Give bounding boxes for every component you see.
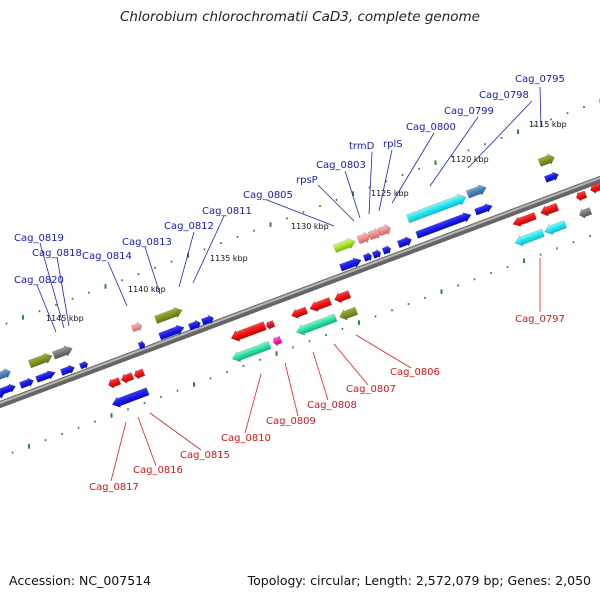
gene-label[interactable]: Cag_0818 [32, 248, 82, 259]
gene-arrow[interactable] [0, 367, 12, 381]
gene-label[interactable]: Cag_0817 [89, 482, 139, 493]
gene-arrow[interactable] [339, 255, 363, 272]
map-title: Chlorobium chlorochromatii CaD3, complet… [120, 9, 480, 25]
gene-label[interactable]: rpsP [296, 175, 318, 186]
gene-features [0, 152, 600, 410]
gene-arrow[interactable] [110, 386, 150, 410]
gene-arrow[interactable] [200, 314, 215, 327]
gene-label[interactable]: Cag_0820 [14, 275, 64, 286]
gene-label[interactable]: Cag_0809 [266, 416, 316, 427]
gene-arrow[interactable] [137, 340, 147, 351]
gene-arrow[interactable] [130, 321, 144, 333]
gene-arrow[interactable] [539, 202, 560, 219]
gene-arrow[interactable] [308, 296, 333, 314]
gene-arrow[interactable] [18, 376, 35, 389]
gene-arrow[interactable] [465, 182, 489, 199]
gene-arrow[interactable] [59, 363, 76, 376]
gene-arrow[interactable] [371, 248, 383, 259]
gene-arrow[interactable] [578, 206, 593, 220]
gene-arrow[interactable] [154, 305, 184, 325]
forward-gene-labels: Cag_0795 Cag_0798 Cag_0799 Cag_0800 rplS… [14, 74, 565, 286]
gene-arrow[interactable] [35, 368, 57, 383]
scale-label: 1130 kbp [291, 222, 329, 231]
gene-arrow[interactable] [229, 320, 267, 344]
reverse-gene-labels: Cag_0797 Cag_0806 Cag_0807 Cag_0808 Cag_… [89, 314, 565, 493]
gene-label[interactable]: Cag_0795 [515, 74, 565, 85]
scale-labels: 1115 kbp 1120 kbp 1125 kbp 1130 kbp 1135… [46, 120, 567, 323]
gene-arrow[interactable] [474, 202, 494, 217]
gene-label[interactable]: Cag_0812 [164, 221, 214, 232]
scale-tracks [5, 98, 600, 454]
gene-arrow[interactable] [415, 210, 473, 240]
gene-arrow[interactable] [333, 289, 352, 305]
genome-backbone [0, 175, 600, 409]
gene-label[interactable]: Cag_0800 [406, 122, 456, 133]
gene-label[interactable]: Cag_0797 [515, 314, 565, 325]
scale-label: 1120 kbp [451, 155, 489, 164]
gene-arrow[interactable] [120, 371, 135, 385]
gene-arrow[interactable] [511, 211, 537, 229]
scale-label: 1145 kbp [46, 314, 84, 323]
label-leaders [36, 86, 542, 482]
gene-arrow[interactable] [0, 382, 17, 396]
gene-label[interactable]: Cag_0819 [14, 233, 64, 244]
scale-label: 1140 kbp [128, 285, 166, 294]
gene-arrow[interactable] [543, 170, 560, 183]
gene-label[interactable]: Cag_0805 [243, 190, 293, 201]
genome-summary-text: Topology: circular; Length: 2,572,079 bp… [247, 573, 591, 588]
accession-text: Accession: NC_007514 [9, 573, 152, 588]
gene-label[interactable]: Cag_0807 [346, 384, 396, 395]
gene-label[interactable]: Cag_0816 [133, 465, 183, 476]
scale-label: 1125 kbp [371, 189, 409, 198]
gene-arrow[interactable] [338, 306, 359, 323]
gene-label[interactable]: Cag_0803 [316, 160, 366, 171]
gene-label[interactable]: Cag_0810 [221, 433, 271, 444]
gene-label[interactable]: Cag_0799 [444, 106, 494, 117]
gene-arrow[interactable] [265, 319, 276, 331]
genome-backbone-highlight [0, 176, 600, 405]
gene-arrow[interactable] [271, 335, 283, 347]
gene-label[interactable]: Cag_0806 [390, 367, 440, 378]
gene-arrow[interactable] [28, 351, 54, 370]
gene-arrow[interactable] [332, 236, 357, 254]
gene-arrow[interactable] [362, 251, 374, 262]
gene-label[interactable]: Cag_0813 [122, 237, 172, 248]
scale-label: 1135 kbp [210, 254, 248, 263]
gene-label[interactable]: rplS [383, 139, 403, 150]
gene-label[interactable]: Cag_0815 [180, 450, 230, 461]
gene-arrow[interactable] [377, 223, 392, 238]
gene-label[interactable]: Cag_0798 [479, 90, 529, 101]
gene-label[interactable]: trmD [349, 141, 375, 152]
gene-label[interactable]: Cag_0811 [202, 206, 252, 217]
gene-arrow[interactable] [51, 343, 75, 360]
gene-arrow[interactable] [230, 340, 272, 364]
gene-arrow[interactable] [356, 231, 371, 246]
gene-arrow[interactable] [290, 306, 309, 321]
gene-arrow[interactable] [78, 360, 89, 370]
gene-arrow[interactable] [187, 319, 202, 332]
gene-arrow[interactable] [543, 219, 568, 237]
gene-arrow[interactable] [158, 323, 186, 341]
gene-arrow[interactable] [513, 228, 545, 249]
gene-arrow[interactable] [367, 227, 382, 242]
gene-arrow[interactable] [294, 312, 338, 337]
gene-label[interactable]: Cag_0808 [307, 400, 357, 411]
gene-arrow[interactable] [107, 376, 122, 390]
gene-arrow[interactable] [406, 191, 468, 224]
gene-arrow[interactable] [396, 235, 414, 249]
gene-arrow[interactable] [133, 368, 146, 381]
gene-label[interactable]: Cag_0814 [82, 251, 132, 262]
gene-arrow[interactable] [575, 190, 588, 203]
gene-arrow[interactable] [537, 152, 557, 168]
gene-arrow[interactable] [381, 244, 393, 255]
scale-label: 1115 kbp [529, 120, 567, 129]
